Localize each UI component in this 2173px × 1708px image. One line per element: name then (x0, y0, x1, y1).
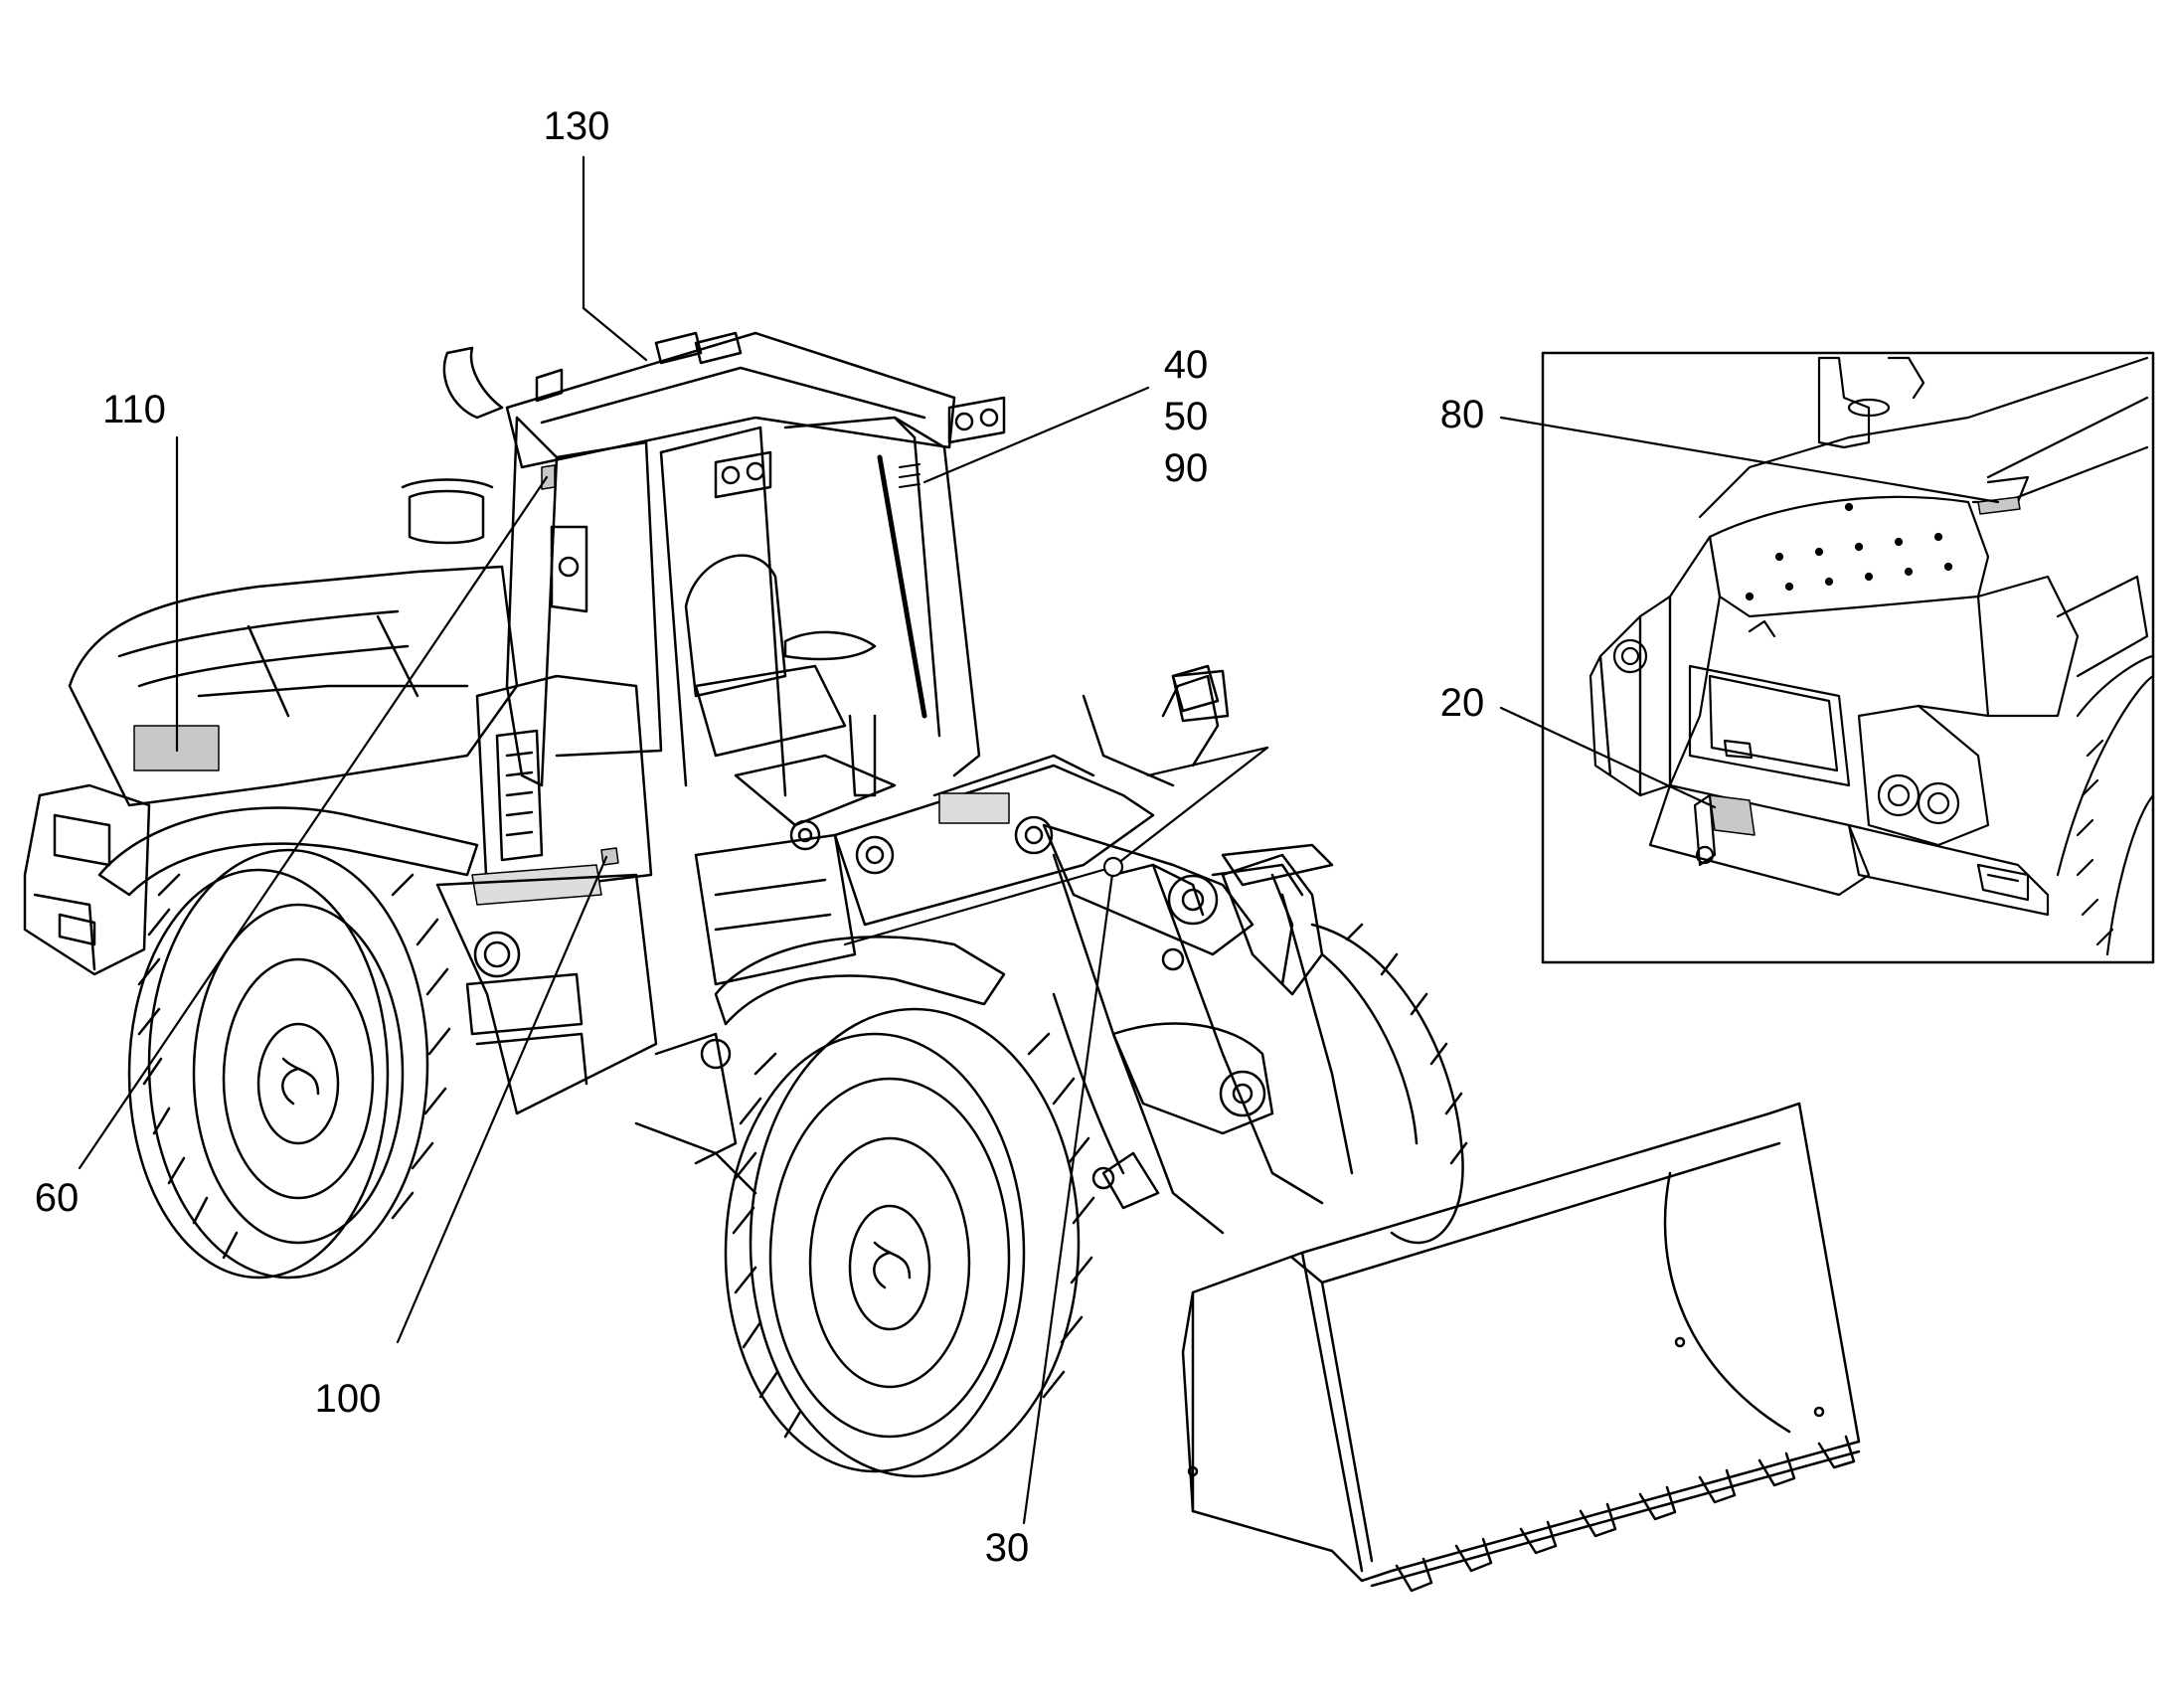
callout-50: 50 (1164, 395, 1209, 438)
leader-40-50-90 (922, 386, 1150, 484)
leader-60 (78, 475, 549, 1170)
leader-30-junction (1102, 856, 1124, 878)
callout-130: 130 (544, 104, 610, 148)
callout-30: 30 (985, 1526, 1030, 1570)
front-left-tire (724, 1007, 1095, 1478)
leader-lines (78, 155, 2000, 1525)
wheel-loader-illustration (23, 331, 1861, 1593)
callout-80: 80 (1440, 393, 1485, 436)
loader-linkage (789, 669, 1354, 1235)
leader-100 (396, 855, 608, 1344)
callout-110: 110 (102, 388, 166, 431)
callout-40: 40 (1164, 343, 1209, 387)
decal-60 (541, 464, 556, 490)
inset-detail (1541, 351, 2155, 964)
callout-20: 20 (1440, 681, 1485, 725)
inset-frame (1541, 351, 2155, 964)
callout-60: 60 (35, 1176, 80, 1220)
callout-100: 100 (315, 1377, 382, 1421)
leader-80 (1499, 416, 2000, 504)
rear-left-tire (127, 848, 451, 1280)
decal-20 (1709, 794, 1755, 836)
leader-30 (1022, 865, 1115, 1525)
loader-bucket (1181, 1102, 1861, 1593)
leader-20 (1499, 706, 1717, 809)
callout-labels: 130 110 40 50 90 80 20 60 100 30 (35, 104, 1485, 1570)
front-right-tire (1310, 923, 1468, 1245)
callout-90: 90 (1164, 446, 1209, 490)
